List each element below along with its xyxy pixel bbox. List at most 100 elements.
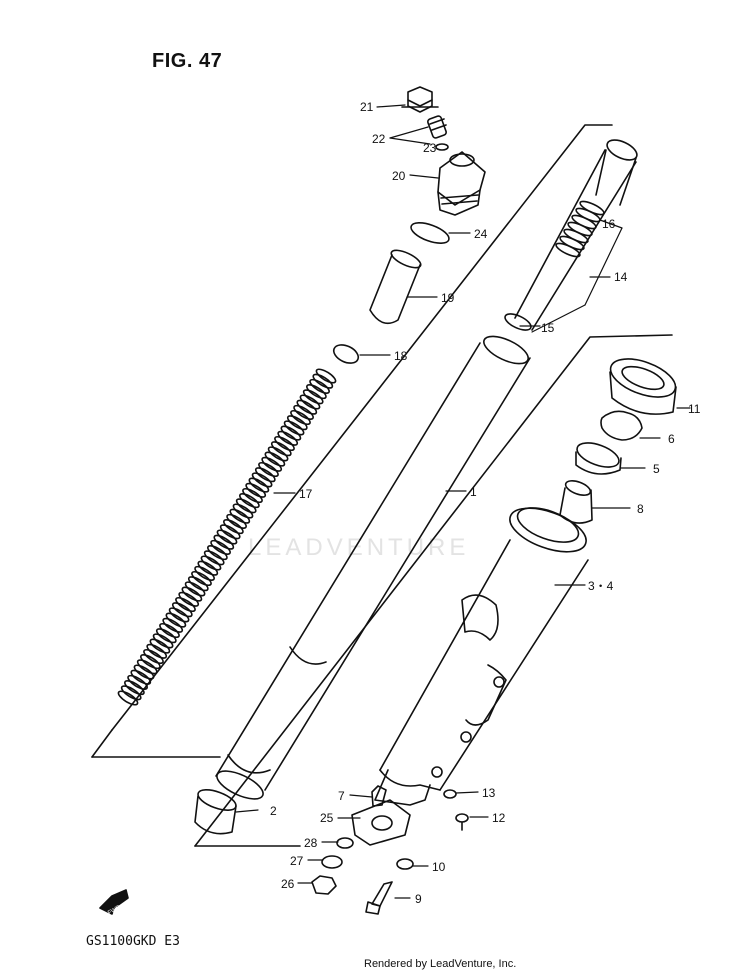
- part-6-stopper-ring: [600, 410, 643, 441]
- callout-7: 7: [338, 789, 345, 803]
- spring-coil: [133, 664, 155, 680]
- part-17-fork-spring: [117, 368, 337, 706]
- callout-9: 9: [415, 892, 422, 906]
- spring-coil: [277, 430, 299, 446]
- callout-2: 2: [270, 804, 277, 818]
- callout-26: 26: [281, 877, 295, 891]
- spring-coil: [136, 659, 158, 675]
- part-26-nut: [311, 875, 337, 895]
- spring-coil: [168, 607, 190, 623]
- spring-coil: [312, 373, 334, 389]
- spring-coil: [143, 648, 164, 665]
- spring-coil: [117, 690, 139, 706]
- callout-3-4: 3・4: [588, 579, 614, 593]
- part-18-washer: [332, 344, 360, 364]
- spring-coil: [140, 654, 161, 670]
- spring-coil: [216, 529, 238, 545]
- part-7-bolt: [371, 785, 387, 807]
- part-2-bush: [194, 789, 237, 835]
- spring-coil: [239, 493, 260, 509]
- callout-18: 18: [394, 349, 408, 363]
- spring-coil: [270, 441, 292, 457]
- callout-8: 8: [637, 502, 644, 516]
- callout-11: 11: [688, 402, 701, 416]
- spring-coil: [165, 612, 187, 628]
- spring-coil: [213, 534, 235, 550]
- footer-credit: Rendered by LeadVenture, Inc.: [364, 958, 517, 970]
- part-25-axle-holder: [351, 799, 411, 846]
- spring-coil: [155, 628, 177, 644]
- spring-coil: [127, 674, 148, 690]
- rod-ring: [559, 235, 585, 251]
- callout-15: 15: [541, 321, 555, 335]
- figure-title: FIG. 47: [152, 50, 223, 72]
- spring-coil: [146, 643, 168, 659]
- callout-23: 23: [423, 141, 437, 155]
- spring-coil: [280, 425, 302, 441]
- fwd-arrow-icon: [99, 889, 129, 915]
- part-5-oil-seal: [575, 442, 622, 475]
- leader-lines: [235, 104, 691, 899]
- spring-coil: [171, 602, 193, 618]
- spring-coil: [267, 446, 289, 462]
- model-code: GS1100GKD E3: [86, 934, 180, 949]
- rod-ring: [575, 207, 601, 223]
- spring-coil: [229, 508, 251, 524]
- spring-coil: [258, 461, 279, 478]
- spring-coil: [152, 633, 174, 649]
- spring-coil: [184, 581, 206, 597]
- callout-16: 16: [602, 217, 616, 231]
- part-13-washer: [443, 789, 457, 799]
- spring-coil: [286, 415, 308, 431]
- spring-coil: [290, 409, 311, 426]
- callout-19: 19: [441, 291, 455, 305]
- callout-10: 10: [432, 860, 446, 874]
- callout-12: 12: [492, 811, 506, 825]
- spring-coil: [124, 680, 145, 696]
- callout-6: 6: [668, 432, 675, 446]
- spring-coil: [120, 685, 142, 701]
- spring-coil: [159, 622, 180, 639]
- spring-coil: [175, 596, 196, 613]
- part-10-washer: [396, 858, 414, 870]
- spring-coil: [219, 524, 241, 540]
- part-9-bolt: [365, 881, 393, 915]
- spring-coil: [254, 467, 276, 483]
- part-27-spring-washer: [321, 855, 343, 869]
- spring-coil: [235, 498, 257, 514]
- bracket-left: [91, 124, 613, 758]
- spring-coil: [232, 503, 254, 519]
- spring-coil: [274, 435, 295, 452]
- callout-17: 17: [299, 487, 313, 501]
- part-19-spacer: [369, 249, 422, 325]
- part-12-screw: [455, 813, 469, 831]
- watermark-text: LEADVENTURE: [248, 534, 470, 561]
- callout-labels: 21 22 23 20 24 19 18 17 16 14 15 1 11 6 …: [270, 100, 701, 906]
- part-8-oil-lock: [559, 480, 593, 524]
- spring-coil: [178, 591, 200, 607]
- callout-21: 21: [360, 100, 374, 114]
- spring-coil: [248, 477, 270, 493]
- spring-coil: [306, 384, 327, 400]
- callout-5: 5: [653, 462, 660, 476]
- part-3-4-outer-tube: [374, 507, 589, 806]
- rod-ring: [571, 214, 597, 230]
- callout-14: 14: [614, 270, 628, 284]
- spring-coil: [296, 399, 318, 415]
- callout-28: 28: [304, 836, 318, 850]
- rod-ring: [555, 242, 581, 258]
- spring-coil: [223, 519, 244, 535]
- spring-coil: [309, 378, 330, 394]
- part-20-fork-cap: [437, 151, 486, 216]
- spring-coil: [283, 420, 305, 436]
- callout-27: 27: [290, 854, 304, 868]
- spring-coil: [293, 404, 314, 420]
- part-15-rebound-ring: [504, 313, 532, 331]
- callout-25: 25: [320, 811, 334, 825]
- part-11-dust-seal: [609, 358, 677, 415]
- part-24-o-ring: [410, 222, 450, 244]
- spring-coil: [264, 451, 286, 467]
- spring-coil: [207, 545, 228, 561]
- spring-coil: [242, 487, 263, 504]
- spring-coil: [191, 570, 212, 587]
